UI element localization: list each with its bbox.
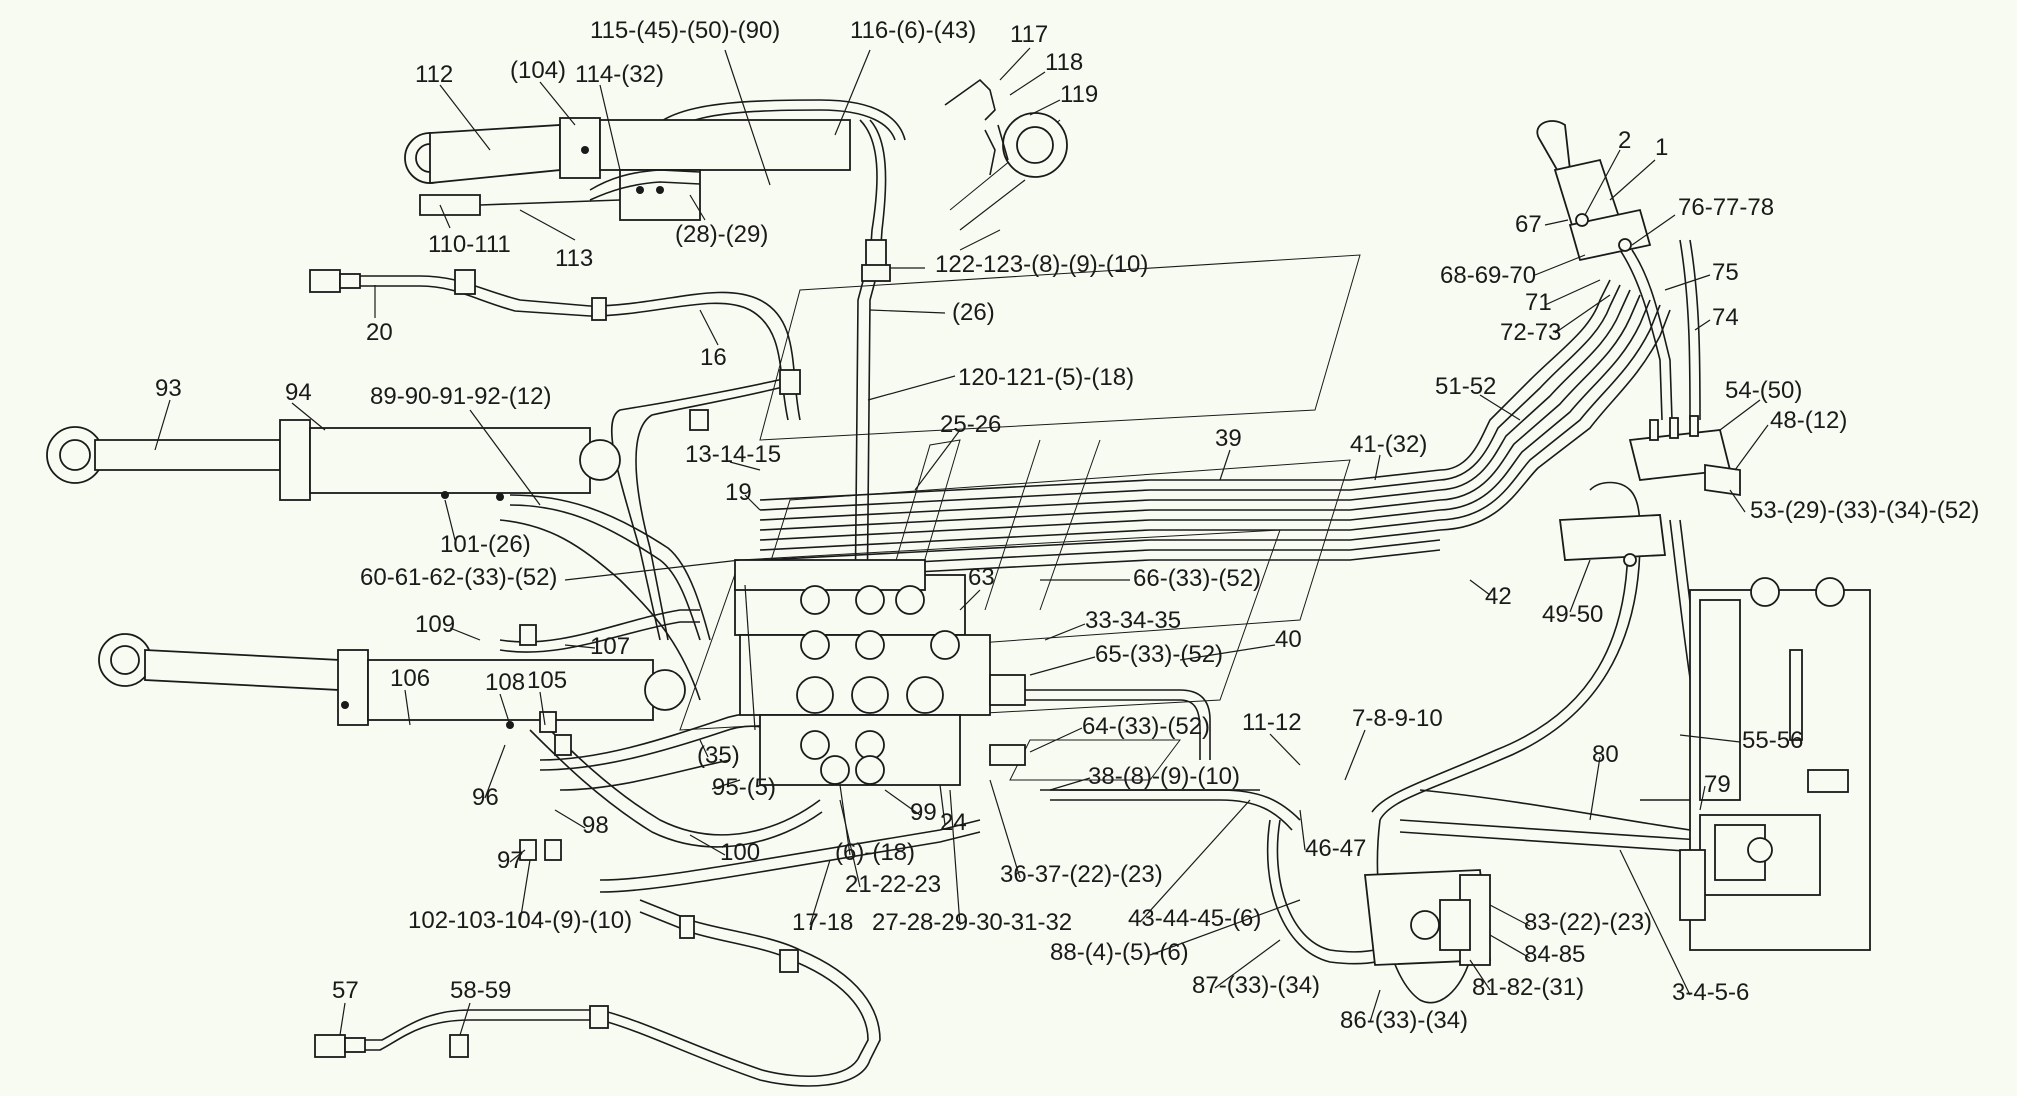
label-6-18: (6)-(18): [835, 839, 915, 866]
label-28-29: (28)-(29): [675, 221, 768, 248]
label-122-123: 122-123-(8)-(9)-(10): [935, 251, 1148, 278]
label-80: 80: [1592, 741, 1619, 768]
label-95: 95-(5): [712, 774, 776, 801]
manifold-54: [1628, 415, 1741, 497]
label-55-56: 55-56: [1742, 727, 1803, 754]
label-105: 105: [527, 667, 567, 694]
label-83: 83-(22)-(23): [1524, 909, 1652, 936]
label-17-18: 17-18: [792, 909, 853, 936]
label-54: 54-(50): [1725, 377, 1802, 404]
label-106: 106: [390, 665, 430, 692]
label-81-82: 81-82-(31): [1472, 974, 1584, 1001]
label-120-121: 120-121-(5)-(18): [958, 364, 1134, 391]
label-100: 100: [720, 839, 760, 866]
label-33-34-35: 33-34-35: [1085, 607, 1181, 634]
label-118: 118: [1045, 49, 1083, 76]
label-84-85: 84-85: [1524, 941, 1585, 968]
label-64: 64-(33)-(52): [1082, 713, 1210, 740]
label-16: 16: [700, 344, 727, 371]
label-40: 40: [1275, 626, 1302, 653]
pump-motor: [1363, 869, 1492, 966]
label-87: 87-(33)-(34): [1192, 972, 1320, 999]
label-65: 65-(33)-(52): [1095, 641, 1223, 668]
label-108: 108: [485, 669, 525, 696]
label-116: 116-(6)-(43): [850, 17, 976, 44]
label-39: 39: [1215, 425, 1242, 452]
label-13-14-15: 13-14-15: [685, 441, 781, 468]
joystick-control: [1536, 120, 1652, 262]
label-74: 74: [1712, 304, 1739, 331]
part-labels: 115-(45)-(50)-(90) 116-(6)-(43) 117 118 …: [155, 17, 1979, 1034]
label-53: 53-(29)-(33)-(34)-(52): [1750, 497, 1979, 524]
label-1: 1: [1655, 134, 1668, 161]
label-7-8-9-10: 7-8-9-10: [1352, 705, 1443, 732]
cylinder-112: [404, 117, 851, 221]
label-63: 63: [968, 564, 995, 591]
fittings: [309, 239, 891, 1058]
label-19: 19: [725, 479, 752, 506]
label-35: (35): [697, 742, 740, 769]
label-115: 115-(45)-(50)-(90): [590, 17, 780, 44]
label-71: 71: [1525, 289, 1552, 316]
label-38: 38-(8)-(9)-(10): [1088, 763, 1240, 790]
label-41: 41-(32): [1350, 431, 1427, 458]
label-117: 117: [1010, 21, 1048, 48]
label-110-111: 110-111: [428, 231, 511, 258]
label-94: 94: [285, 379, 312, 406]
label-57: 57: [332, 977, 359, 1004]
label-51-52: 51-52: [1435, 373, 1496, 400]
main-valve-block: [734, 559, 1026, 786]
label-60-61-62: 60-61-62-(33)-(52): [360, 564, 557, 591]
cylinder-106: [98, 633, 686, 729]
cylinder-93: [46, 419, 621, 501]
label-97: 97: [497, 847, 524, 874]
label-58-59: 58-59: [450, 977, 511, 1004]
label-93: 93: [155, 375, 182, 402]
label-21-22-23: 21-22-23: [845, 871, 941, 898]
label-25-26: 25-26: [940, 411, 1001, 438]
label-112: 112: [415, 61, 453, 88]
label-98: 98: [582, 812, 609, 839]
label-68-69-70: 68-69-70: [1440, 262, 1536, 289]
label-104: (104): [510, 57, 566, 84]
label-66: 66-(33)-(52): [1133, 565, 1261, 592]
label-119: 119: [1060, 81, 1098, 108]
hydraulic-tank: [1679, 577, 1871, 951]
label-109: 109: [415, 611, 455, 638]
label-88: 88-(4)-(5)-(6): [1050, 939, 1189, 966]
label-27-32: 27-28-29-30-31-32: [872, 909, 1072, 936]
label-2: 2: [1618, 127, 1631, 154]
label-36-37: 36-37-(22)-(23): [1000, 861, 1163, 888]
label-67: 67: [1515, 211, 1542, 238]
leader-lines: [154, 47, 1769, 1036]
label-72-73: 72-73: [1500, 319, 1561, 346]
label-86: 86-(33)-(34): [1340, 1007, 1468, 1034]
label-11-12: 11-12: [1242, 709, 1302, 736]
label-89-92: 89-90-91-92-(12): [370, 383, 551, 410]
label-107: 107: [590, 633, 630, 660]
filter-49-50: [1558, 514, 1667, 567]
label-113: 113: [555, 245, 593, 272]
label-20: 20: [366, 319, 393, 346]
label-46-47: 46-47: [1305, 835, 1366, 862]
label-48: 48-(12): [1770, 407, 1847, 434]
label-26-top: (26): [952, 299, 995, 326]
label-99: 99: [910, 799, 937, 826]
label-43-44-45: 43-44-45-(6): [1128, 905, 1261, 932]
label-101: 101-(26): [440, 531, 531, 558]
label-76-77-78: 76-77-78: [1678, 194, 1774, 221]
label-114: 114-(32): [575, 61, 664, 88]
label-79: 79: [1704, 771, 1731, 798]
label-75: 75: [1712, 259, 1739, 286]
bracket-117-119: [944, 78, 1068, 178]
label-42: 42: [1485, 583, 1512, 610]
